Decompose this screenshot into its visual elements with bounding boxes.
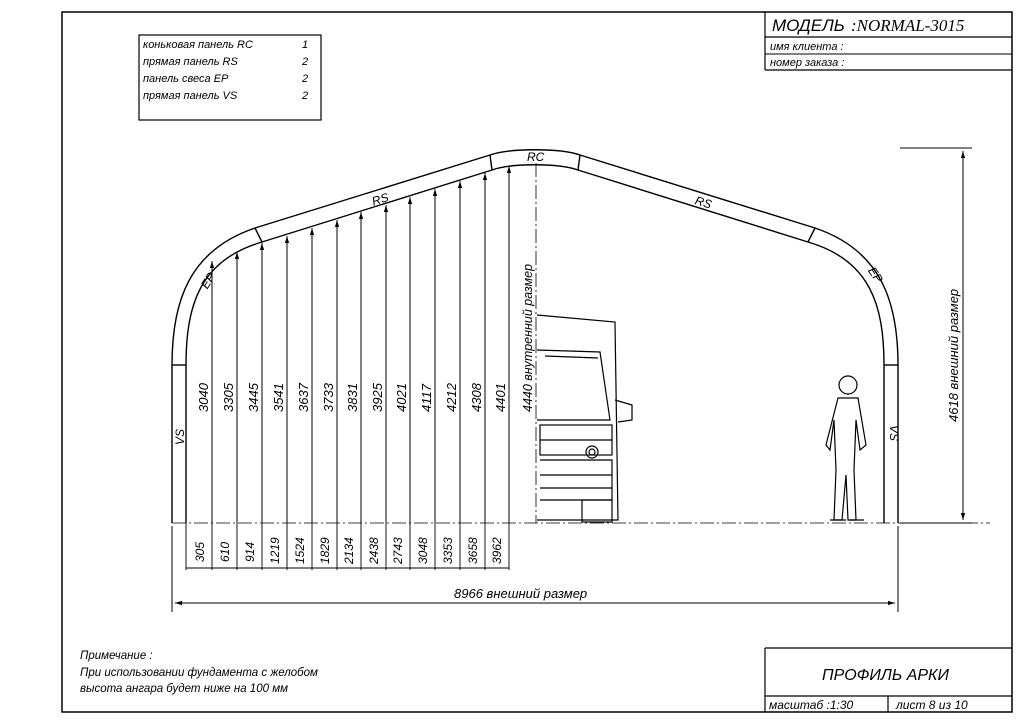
height-label-9: 4021 [394, 383, 409, 412]
outer-width-label: 8966 внешний размер [454, 586, 587, 601]
arch-profile [171, 149, 899, 523]
offset-label-11: 3353 [441, 537, 455, 564]
note-line-2: высота ангара будет ниже на 100 мм [80, 683, 288, 695]
height-label-1: 3040 [196, 382, 211, 412]
panel-legend: коньковая панель RC 1 прямая панель RS 2… [138, 34, 322, 121]
offset-label-7: 2134 [342, 537, 356, 565]
order-label: номер заказа : [770, 57, 844, 69]
label-rs-left: RS [370, 190, 390, 208]
label-vs-left: VS [173, 429, 187, 445]
panel-rs-name: прямая панель RS [143, 56, 238, 68]
offset-labels: 305 610 914 1219 1524 1829 2134 2438 274… [193, 537, 504, 565]
offset-label-12: 3658 [466, 537, 480, 564]
height-label-2: 3305 [221, 382, 236, 412]
offset-label-2: 610 [218, 542, 232, 562]
truck-illustration [536, 314, 633, 523]
offset-label-9: 2743 [391, 537, 405, 565]
offset-label-5: 1524 [293, 537, 307, 564]
sheet-border [61, 11, 1013, 713]
offset-label-4: 1219 [268, 537, 282, 564]
height-label-8: 3925 [370, 382, 385, 412]
panel-rc-name: коньковая панель RC [143, 39, 253, 51]
model-label: МОДЕЛЬ [772, 16, 845, 35]
outer-height-dimension [900, 147, 972, 524]
panel-vs-count: 2 [301, 90, 308, 102]
outer-width-dimension [171, 526, 899, 612]
height-label-13: 4401 [493, 383, 508, 412]
offset-label-8: 2438 [367, 537, 381, 565]
label-rs-right: RS [693, 193, 713, 211]
outer-height-label: 4618 внешний размер [946, 289, 961, 422]
person-illustration [825, 375, 867, 521]
height-labels: 3040 3305 3445 3541 3637 3733 3831 3925 … [196, 264, 535, 412]
client-label: имя клиента : [770, 41, 844, 53]
model-value: :NORMAL-3015 [851, 16, 964, 35]
height-label-12: 4308 [469, 382, 484, 412]
height-label-7: 3831 [345, 383, 360, 412]
height-label-6: 3733 [321, 382, 336, 412]
height-label-4: 3541 [271, 383, 286, 412]
offset-label-1: 305 [193, 542, 207, 562]
sheet-label: лист 8 из 10 [895, 698, 968, 712]
label-vs-right: VS [887, 425, 901, 441]
offset-label-13: 3962 [490, 537, 504, 564]
offset-label-6: 1829 [318, 537, 332, 564]
scale-label: масштаб :1:30 [769, 698, 853, 712]
label-rc: RC [527, 150, 545, 164]
bottom-title-block [764, 647, 1012, 712]
panel-rs-count: 2 [301, 56, 308, 68]
height-label-10: 4117 [419, 383, 434, 412]
note-title: Примечание : [80, 650, 153, 662]
panel-ep-name: панель свеса EP [143, 73, 229, 85]
offset-label-10: 3048 [416, 537, 430, 564]
height-dimension-lines [209, 166, 512, 523]
height-label-5: 3637 [296, 382, 311, 412]
title-block: МОДЕЛЬ :NORMAL-3015 имя клиента : номер … [764, 12, 1012, 71]
panel-ep-count: 2 [301, 73, 308, 85]
offset-label-3: 914 [243, 542, 257, 562]
height-label-11: 4212 [444, 382, 459, 412]
panel-rc-count: 1 [302, 39, 308, 51]
panel-vs-name: прямая панель VS [143, 90, 238, 102]
drawing-title: ПРОФИЛЬ АРКИ [822, 667, 949, 684]
inner-height-label: 4440 внутренний размер [521, 264, 535, 412]
height-label-3: 3445 [246, 382, 261, 412]
note-line-1: При использовании фундамента с желобом [80, 667, 318, 679]
offset-ticks [185, 523, 510, 570]
